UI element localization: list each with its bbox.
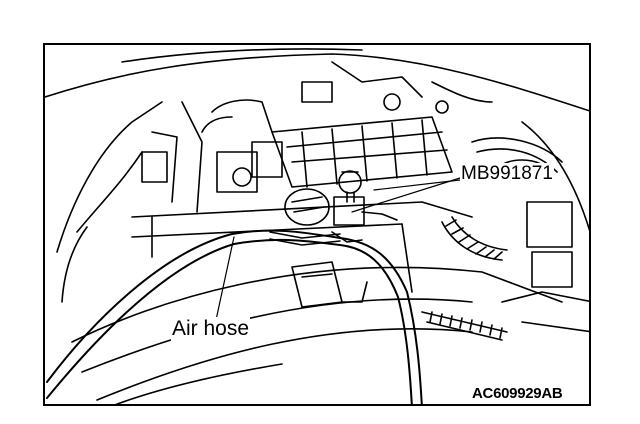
lower-bracket <box>291 261 343 308</box>
air-hose-label: Air hose <box>171 317 251 341</box>
leader-tool-2 <box>373 179 461 191</box>
grille-outline <box>71 266 563 343</box>
leader-air-hose <box>215 236 235 321</box>
figure-code: AC609929AB <box>472 385 563 402</box>
engine-bay-drawing <box>45 48 589 404</box>
radiator-fins <box>421 311 508 341</box>
cylinder-head <box>271 116 453 188</box>
leader-tool <box>351 177 461 213</box>
illustration-frame <box>43 43 591 406</box>
corrugated-hose <box>441 221 503 261</box>
tool-label: MB991871 <box>460 163 554 185</box>
air-hose-line-inner <box>46 238 413 404</box>
intake-pipe <box>211 99 273 133</box>
radiator-support <box>131 201 473 218</box>
left-fender <box>56 101 163 253</box>
hood-outline <box>45 53 589 112</box>
hood-inner-outline <box>121 48 363 63</box>
air-hose-line <box>46 229 423 404</box>
right-fender <box>521 121 589 232</box>
